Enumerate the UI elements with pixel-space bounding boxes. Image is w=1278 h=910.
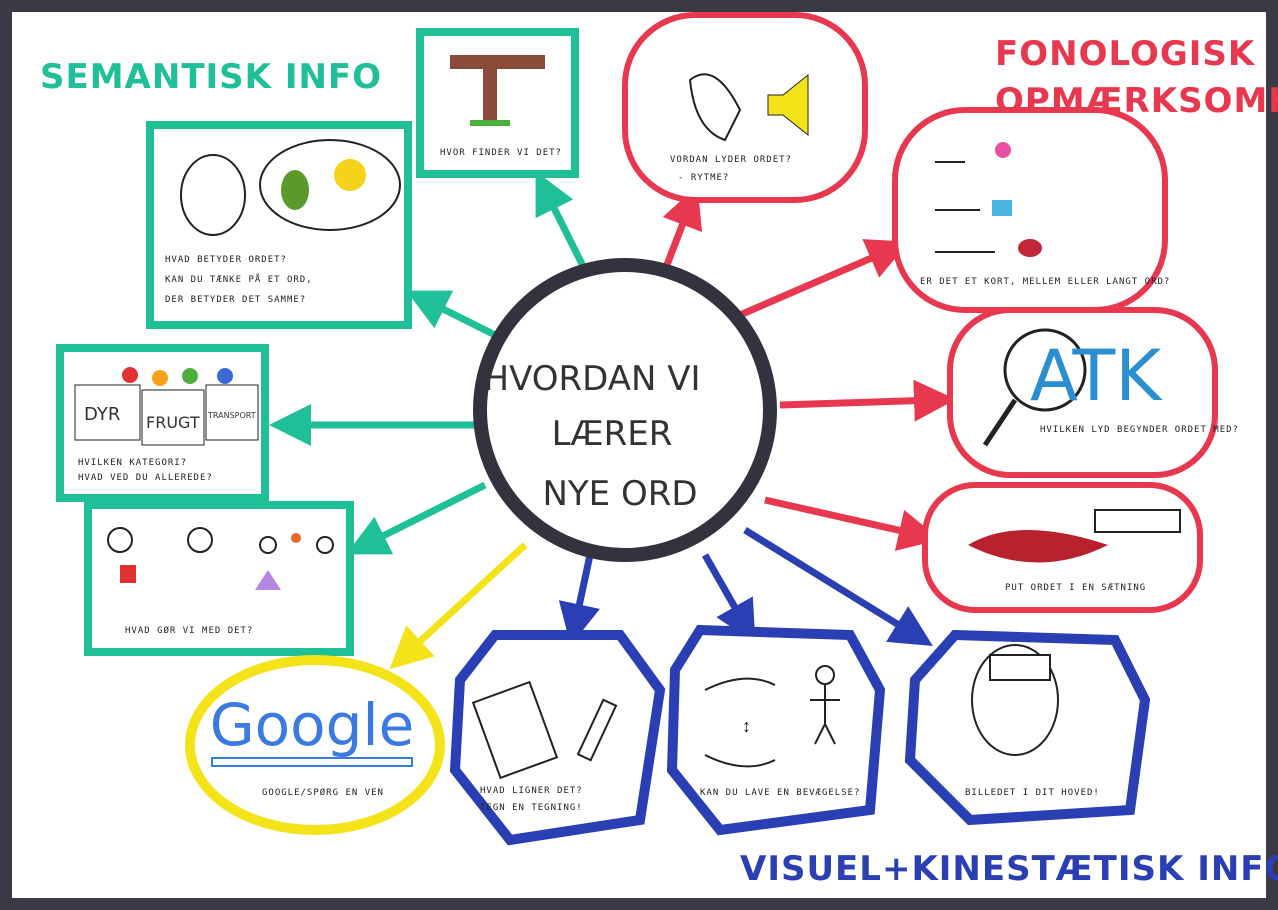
where-text: HVOR FINDER VI DET? [440, 148, 562, 158]
arrow-action [346, 481, 487, 555]
node-meaning: HVAD BETYDER ORDET? KAN DU TÆNKE PÅ ET O… [146, 121, 412, 329]
box-label-dyr: DYR [84, 404, 120, 425]
first-sound-text: HVILKEN LYD BEGYNDER ORDET MED? [1040, 425, 1239, 435]
meaning-line-3: DER BETYDER DET SAMME? [165, 295, 306, 305]
arrow-length [738, 239, 910, 319]
meaning-line-1: HVAD BETYDER ORDET? [165, 255, 287, 265]
category-line-1: HVILKEN KATEGORI? [78, 458, 187, 468]
thought-cloud-icon [259, 139, 401, 231]
picture-icon [989, 654, 1051, 681]
atk-text: ATK [1030, 335, 1163, 417]
arrow-sound [661, 185, 703, 272]
draw-line-1: HVAD LIGNER DET? [480, 786, 583, 796]
sound-line-1: VORDAN LYDER ORDET? [670, 155, 792, 165]
image-text: BILLEDET I DIT HOVED! [965, 788, 1100, 798]
length-text: ER DET ET KORT, MELLEM ELLER LANGT ORD? [920, 277, 1170, 287]
node-action: HVAD GØR VI MED DET? [84, 501, 354, 656]
center-line-2: LÆRER [552, 414, 673, 454]
person-reading-icon [107, 527, 133, 553]
arrow-sentence [764, 496, 941, 551]
paper-icon [471, 680, 559, 780]
speech-bubble-icon [1094, 509, 1181, 533]
title-semantic: SEMANTISK INFO [40, 57, 382, 97]
cupcake-icon [992, 200, 1012, 216]
lightbulb-icon [334, 159, 366, 191]
node-image: BILLEDET I DIT HOVED! [904, 629, 1151, 826]
center-line-3: NYE ORD [542, 474, 697, 514]
speaker-icon [767, 73, 809, 137]
node-length: ER DET ET KORT, MELLEM ELLER LANGT ORD? [892, 107, 1170, 313]
meaning-line-2: KAN DU TÆNKE PÅ ET ORD, [165, 273, 313, 285]
sound-line-2: - RYTME? [678, 173, 729, 183]
arrow-meaning [406, 290, 497, 339]
pear-icon [281, 170, 309, 210]
search-bar [211, 757, 413, 767]
google-logo: Google [210, 691, 415, 759]
arrow-draw [558, 554, 600, 646]
node-where: HVOR FINDER VI DET? [416, 28, 579, 178]
node-sound: VORDAN LYDER ORDET? - RYTME? [622, 12, 868, 203]
face-icon [971, 644, 1059, 756]
node-category: DYR FRUGT TRANSPORT HVILKEN KATEGORI? HV… [56, 344, 269, 502]
google-caption: GOOGLE/SPØRG EN VEN [262, 787, 384, 798]
move-text: KAN DU LAVE EN BEVÆGELSE? [700, 788, 860, 798]
arrow-atk [779, 379, 956, 422]
draw-line-2: TEGN EN TEGNING! [480, 803, 583, 813]
pencil-icon [576, 698, 618, 762]
action-text: HVAD GØR VI MED DET? [125, 625, 253, 636]
person-eating-icon [187, 527, 213, 553]
title-visual: VISUEL+KINESTÆTISK INFO [740, 849, 1278, 889]
sentence-text: PUT ORDET I EN SÆTNING [1005, 583, 1146, 593]
category-line-2: HVAD VED DU ALLEREDE? [78, 473, 213, 483]
ice-cream-icon [995, 142, 1011, 158]
node-move: ↕ KAN DU LAVE EN BEVÆGELSE? [666, 624, 886, 836]
clapping-hands-icon [688, 73, 742, 142]
center-circle [473, 258, 777, 562]
node-google: Google GOOGLE/SPØRG EN VEN [185, 655, 445, 835]
box-label-frugt: FRUGT [146, 413, 200, 432]
ball-icon [291, 533, 301, 543]
title-phonological-1: FONOLOGISK [995, 34, 1256, 74]
node-draw: HVAD LIGNER DET? TEGN EN TEGNING! [449, 630, 666, 846]
arrow-image [743, 527, 933, 647]
arrows [269, 171, 956, 670]
node-sentence: PUT ORDET I EN SÆTNING [922, 482, 1203, 613]
person-playing-icon [259, 536, 277, 554]
arrow-google [389, 542, 528, 670]
ladybug-icon [1018, 239, 1042, 257]
center-line-1: HVORDAN VI [484, 359, 701, 399]
face-icon [180, 154, 246, 236]
arrow-where [535, 171, 589, 272]
node-atk: ATK HVILKEN LYD BEGYNDER ORDET MED? [947, 307, 1239, 478]
lips-icon [968, 530, 1108, 563]
box-label-transport: TRANSPORT [207, 411, 256, 420]
magnifier-icon [1003, 328, 1087, 412]
hands-icon [704, 677, 776, 768]
up-down-arrow-icon: ↕ [742, 716, 751, 736]
arrow-move [701, 553, 756, 644]
signpost-icon [483, 55, 497, 125]
